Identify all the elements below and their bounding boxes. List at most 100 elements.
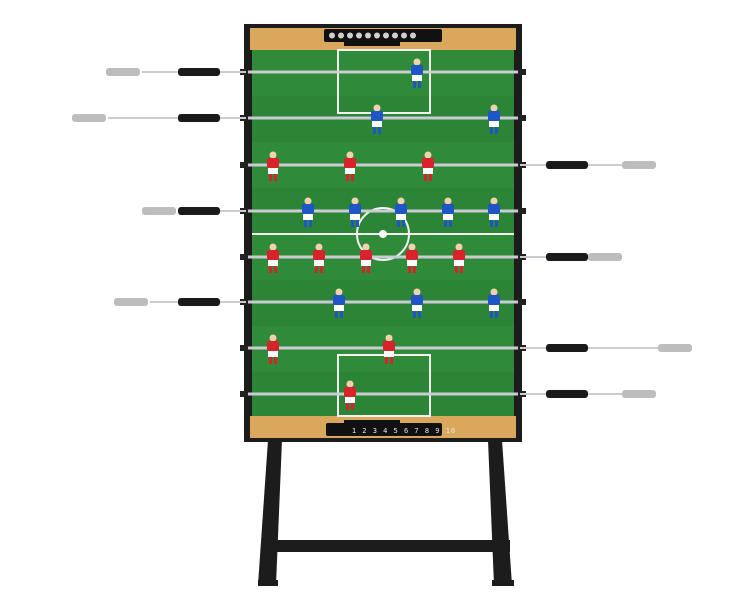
blue-player [395, 197, 407, 227]
player-shorts [303, 214, 313, 220]
player-leg [413, 266, 416, 273]
rod-handle[interactable] [546, 253, 588, 261]
player-shorts [350, 214, 360, 220]
rod-bumper [518, 115, 526, 121]
player-leg [351, 174, 354, 181]
player-leg [335, 311, 338, 318]
score-bead[interactable] [410, 32, 416, 39]
center-circle [356, 207, 410, 261]
player-shirt [349, 204, 361, 214]
score-bead[interactable] [392, 32, 398, 39]
top-penalty-box [337, 49, 431, 114]
player-leg [402, 220, 405, 227]
player-head [455, 243, 463, 251]
blue-player [488, 197, 500, 227]
player-shorts [345, 397, 355, 403]
player-leg [269, 174, 272, 181]
rod-handle[interactable] [178, 298, 220, 306]
score-bead[interactable] [347, 32, 353, 39]
player-leg [490, 127, 493, 134]
rod-2[interactable] [72, 104, 526, 135]
rod-bumper [518, 299, 526, 305]
player-shirt [453, 250, 465, 260]
table-stand [258, 440, 514, 586]
player-leg [351, 403, 354, 410]
player-shorts [489, 305, 499, 311]
player-head [346, 151, 354, 159]
rod-8[interactable] [240, 380, 656, 411]
red-player [344, 151, 356, 181]
rod-1[interactable] [106, 58, 526, 89]
player-head [385, 334, 393, 342]
player-leg [351, 220, 354, 227]
blue-player [488, 104, 500, 134]
rod-handle-end[interactable] [622, 161, 656, 169]
rod-5[interactable] [240, 243, 622, 274]
rod-extension [108, 117, 246, 119]
player-shirt [488, 204, 500, 214]
player-leg [362, 266, 365, 273]
player-head [490, 288, 498, 296]
player-leg [490, 220, 493, 227]
player-head [362, 243, 370, 251]
blue-player [302, 197, 314, 227]
rods-layer [72, 58, 692, 411]
score-bead[interactable] [329, 32, 335, 39]
ball [379, 230, 387, 238]
score-bead[interactable] [356, 32, 362, 39]
player-shorts [412, 305, 422, 311]
player-shirt [411, 65, 423, 75]
player-shirt [383, 341, 395, 351]
player-shirt [422, 158, 434, 168]
player-shorts [372, 121, 382, 127]
bottom-scoreboard-label: 1 2 3 4 5 6 7 8 9 10 [352, 427, 456, 435]
playing-field [252, 49, 514, 417]
top-scoreboard [324, 29, 442, 42]
player-head [351, 197, 359, 205]
rod-handle-end[interactable] [72, 114, 106, 122]
player-shirt [313, 250, 325, 260]
player-leg [378, 127, 381, 134]
rod-handle[interactable] [178, 207, 220, 215]
player-leg [269, 357, 272, 364]
score-bead[interactable] [383, 32, 389, 39]
player-shirt [344, 158, 356, 168]
player-shirt [488, 295, 500, 305]
player-leg [320, 266, 323, 273]
player-leg [269, 266, 272, 273]
rod-handle-end[interactable] [622, 390, 656, 398]
rod-handle[interactable] [546, 161, 588, 169]
red-player [344, 380, 356, 410]
score-bead[interactable] [365, 32, 371, 39]
rod-handle[interactable] [546, 344, 588, 352]
score-bead[interactable] [338, 32, 344, 39]
player-leg [424, 174, 427, 181]
score-bead[interactable] [374, 32, 380, 39]
rod-handle-end[interactable] [106, 68, 140, 76]
rod-handle[interactable] [178, 114, 220, 122]
rod-handle-end[interactable] [142, 207, 176, 215]
rod-shaft [246, 392, 520, 396]
rod-4[interactable] [142, 197, 526, 228]
red-player [267, 334, 279, 364]
player-leg [367, 266, 370, 273]
rod-handle-end[interactable] [658, 344, 692, 352]
rod-6[interactable] [114, 288, 526, 319]
player-shorts [268, 351, 278, 357]
player-shorts [423, 168, 433, 174]
player-shorts [412, 75, 422, 81]
rod-7[interactable] [240, 334, 692, 365]
player-shirt [488, 111, 500, 121]
rod-handle[interactable] [178, 68, 220, 76]
rod-handle[interactable] [546, 390, 588, 398]
score-bead[interactable] [401, 32, 407, 39]
player-leg [444, 220, 447, 227]
player-shirt [395, 204, 407, 214]
rod-handle-end[interactable] [588, 253, 622, 261]
player-shorts [443, 214, 453, 220]
rod-3[interactable] [240, 151, 656, 182]
player-leg [495, 220, 498, 227]
rod-handle-end[interactable] [114, 298, 148, 306]
player-leg [346, 403, 349, 410]
